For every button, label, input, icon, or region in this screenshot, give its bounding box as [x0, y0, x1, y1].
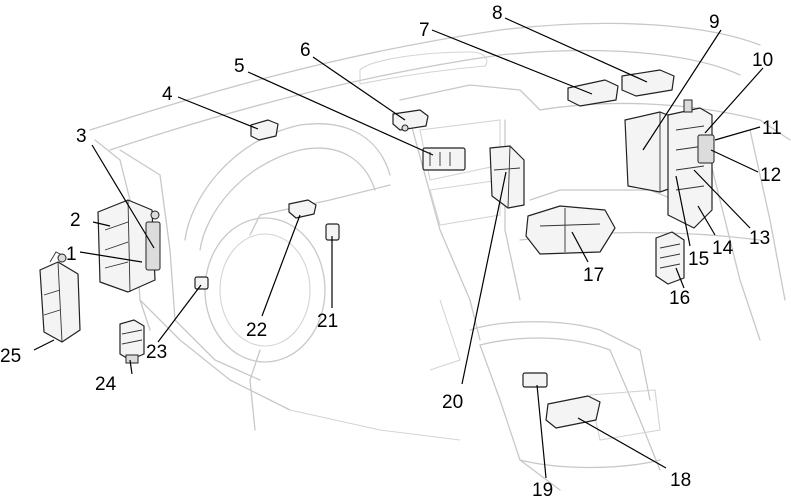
callout-24: 24 — [95, 374, 117, 395]
callout-23: 23 — [146, 342, 167, 363]
leader-19 — [536, 384, 547, 479]
callout-4: 4 — [162, 84, 173, 105]
callout-1: 1 — [66, 244, 77, 265]
leader-2 — [92, 221, 111, 227]
leader-17 — [571, 231, 589, 263]
callout-21: 21 — [317, 311, 338, 332]
callout-3: 3 — [76, 126, 87, 147]
leader-10 — [704, 67, 764, 134]
leader-8 — [504, 17, 648, 83]
callout-17: 17 — [583, 265, 604, 286]
callout-9: 9 — [709, 12, 720, 33]
callout-14: 14 — [712, 238, 734, 259]
leader-4 — [177, 96, 259, 130]
leader-18 — [577, 417, 667, 469]
callout-16: 16 — [669, 288, 690, 309]
leader-25 — [33, 339, 55, 351]
callout-25: 25 — [0, 346, 21, 367]
leader-9 — [642, 29, 722, 151]
callout-12: 12 — [760, 165, 781, 186]
leader-lines — [33, 17, 764, 479]
callout-13: 13 — [749, 228, 770, 249]
callout-11: 11 — [762, 118, 782, 139]
leader-16 — [675, 267, 685, 289]
leader-11 — [714, 126, 761, 141]
callout-10: 10 — [752, 50, 773, 71]
callout-labels: 1 2 3 4 5 6 7 8 9 10 11 12 13 14 15 16 1… — [0, 3, 782, 499]
leader-3 — [91, 144, 155, 249]
leader-13 — [693, 169, 751, 229]
callout-7: 7 — [419, 20, 430, 41]
callout-18: 18 — [670, 470, 691, 491]
callout-22: 22 — [246, 320, 267, 341]
leader-7 — [431, 29, 593, 95]
leader-6 — [312, 56, 406, 121]
component-drawings — [39, 69, 715, 429]
leader-23 — [157, 284, 202, 343]
leader-14 — [697, 205, 716, 236]
callout-5: 5 — [234, 56, 245, 77]
leader-22 — [261, 214, 301, 317]
callout-6: 6 — [300, 40, 311, 61]
dashboard-outline — [89, 22, 791, 491]
leader-20 — [461, 171, 507, 385]
leader-15 — [675, 175, 691, 247]
leader-5 — [247, 71, 434, 156]
leader-12 — [710, 149, 759, 173]
callout-2: 2 — [70, 210, 81, 231]
callout-8: 8 — [492, 3, 503, 24]
leader-24 — [129, 359, 133, 375]
callout-20: 20 — [442, 392, 463, 413]
leader-1 — [79, 251, 143, 263]
callout-15: 15 — [688, 249, 709, 270]
callout-19: 19 — [532, 480, 553, 499]
